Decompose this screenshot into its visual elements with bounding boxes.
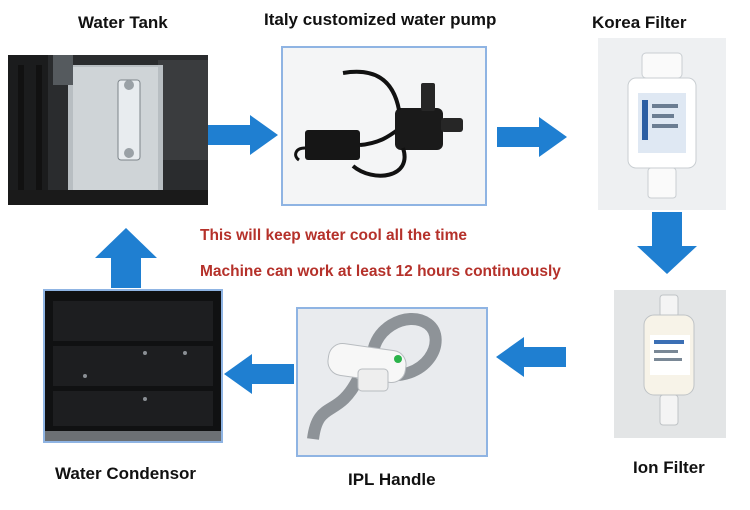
arrow-ion-to-handle <box>496 337 566 377</box>
water-condensor-label: Water Condensor <box>55 464 197 483</box>
ion-filter-label: Ion Filter <box>633 458 705 477</box>
water-tank-label: Water Tank <box>78 13 168 32</box>
water-pump-photo <box>281 46 487 206</box>
water-tank-photo <box>8 55 208 205</box>
arrow-condensor-to-tank <box>95 228 157 288</box>
ipl-handle-photo <box>296 307 488 457</box>
arrow-handle-to-condensor <box>224 354 294 394</box>
korea-filter-label: Korea Filter <box>592 13 687 32</box>
ipl-handle-label: IPL Handle <box>348 470 436 489</box>
arrow-filter-to-ion <box>637 212 697 274</box>
ion-filter-photo <box>614 290 726 438</box>
arrow-tank-to-pump <box>208 115 278 155</box>
korea-filter-photo <box>598 38 726 210</box>
pump-label: Italy customized water pump <box>264 10 497 29</box>
note-cool: This will keep water cool all the time <box>200 227 468 244</box>
water-condensor-photo <box>43 289 223 443</box>
arrow-pump-to-filter <box>497 117 567 157</box>
note-hours: Machine can work at least 12 hours conti… <box>200 263 561 280</box>
